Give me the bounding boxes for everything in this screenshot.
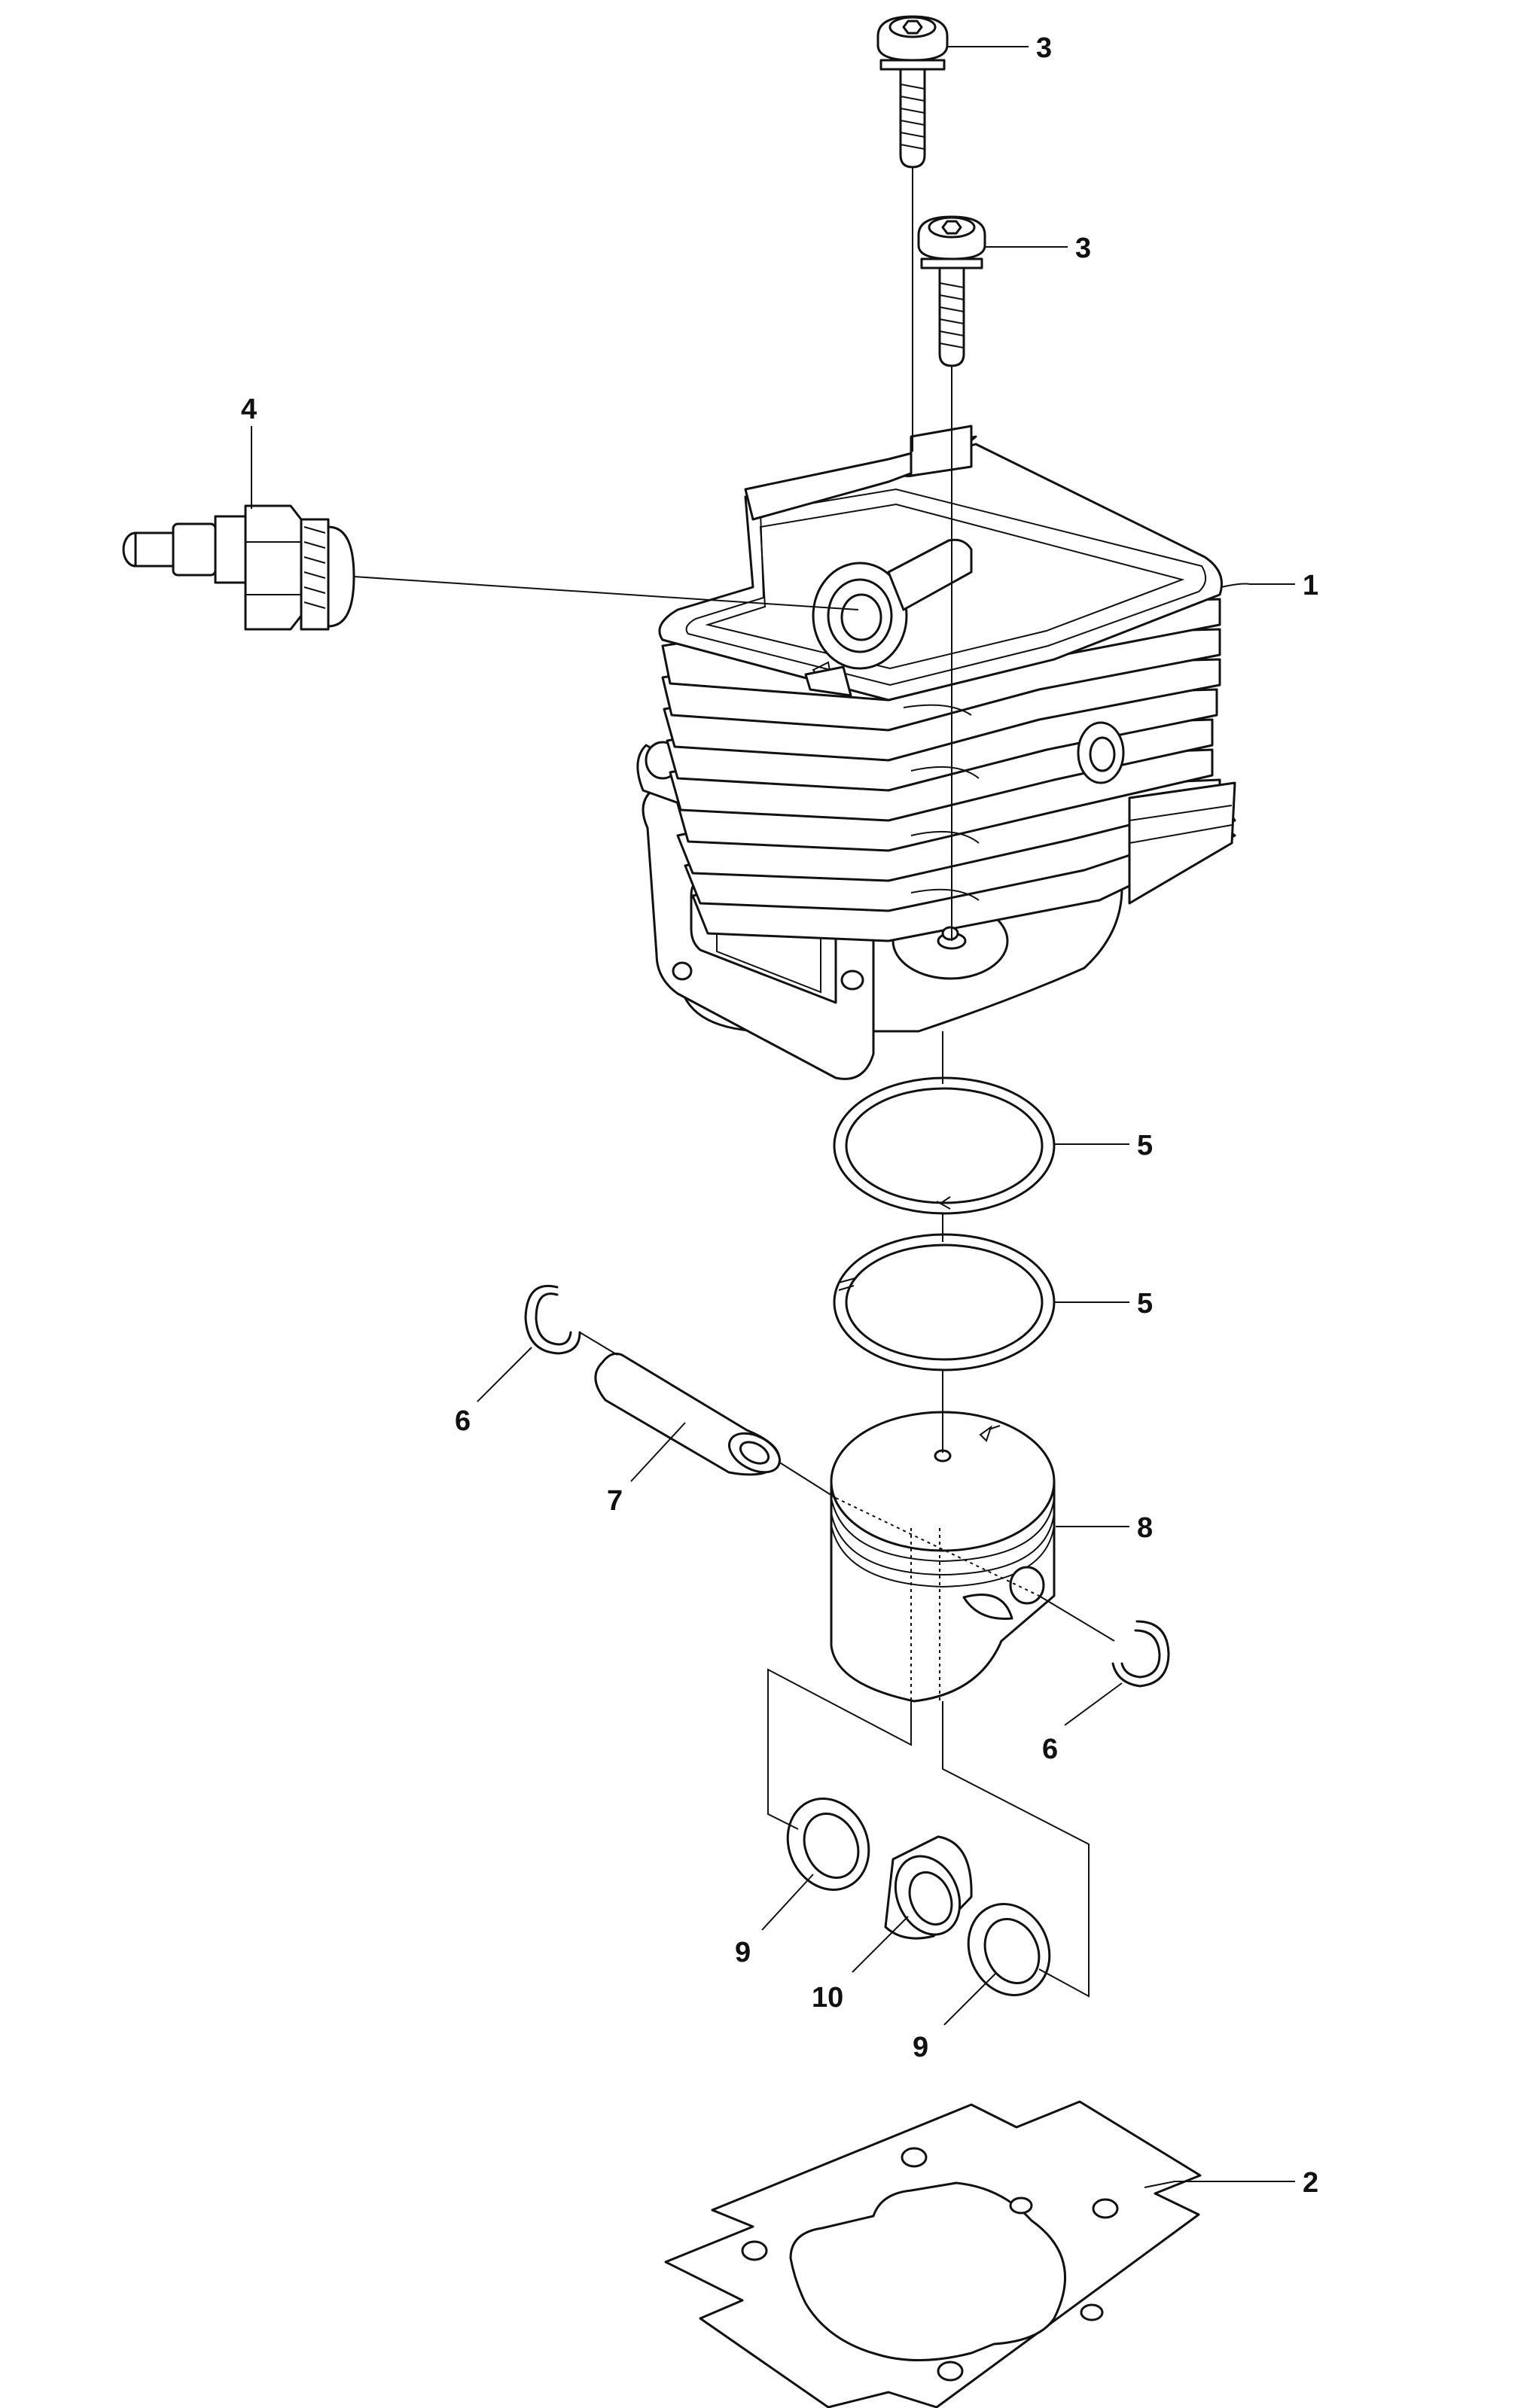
thrust-washer-right xyxy=(967,1903,1051,1996)
assembly-axis-lines xyxy=(353,167,1115,1998)
callout-5-top: 5 xyxy=(1137,1130,1153,1161)
piston-ring-lower xyxy=(833,1233,1056,1371)
spark-plug xyxy=(122,504,355,631)
screw-lower xyxy=(917,215,986,367)
piston-pin xyxy=(594,1352,781,1476)
thrust-washer-left xyxy=(786,1798,870,1891)
circlip-left xyxy=(524,1285,581,1355)
callout-9-right: 9 xyxy=(913,2032,928,2063)
callout-1: 1 xyxy=(1303,570,1318,601)
piston-ring-upper xyxy=(833,1076,1056,1215)
callout-9-left: 9 xyxy=(735,1937,751,1968)
callout-leaders xyxy=(251,46,1295,2188)
callout-10: 10 xyxy=(812,1982,843,2014)
callout-5-lower: 5 xyxy=(1137,1288,1153,1320)
callout-7: 7 xyxy=(607,1485,623,1517)
callout-labels: 3 3 4 1 5 5 6 7 8 6 9 10 9 2 xyxy=(241,32,1318,2199)
cylinder-gasket xyxy=(664,2100,1202,2408)
callout-6-left: 6 xyxy=(455,1405,471,1437)
callout-8: 8 xyxy=(1137,1512,1153,1544)
screw-upper xyxy=(876,15,949,169)
callout-3-top: 3 xyxy=(1036,32,1052,64)
callout-2: 2 xyxy=(1303,2167,1318,2199)
callout-3-lower: 3 xyxy=(1075,233,1091,264)
needle-bearing xyxy=(884,1835,973,1940)
callout-4: 4 xyxy=(241,394,257,425)
piston xyxy=(830,1411,1056,1703)
circlip-right xyxy=(1111,1620,1170,1688)
cylinder xyxy=(636,425,1236,1080)
callout-6-right: 6 xyxy=(1042,1734,1058,1765)
